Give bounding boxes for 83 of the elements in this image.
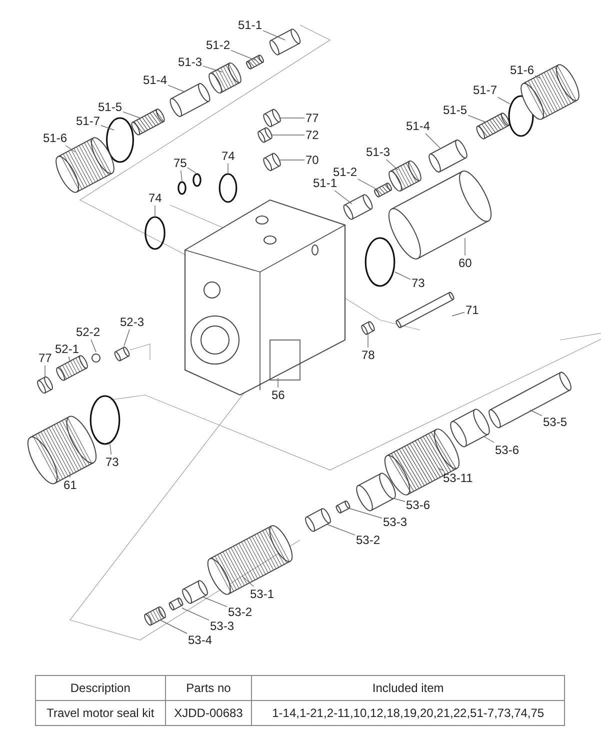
leader-line (202, 596, 228, 608)
callout-number: 51-3 (366, 146, 390, 158)
leader-line (464, 238, 466, 256)
leader-line (230, 50, 256, 60)
leader-line (168, 84, 186, 92)
callout-number: 53-4 (188, 634, 212, 646)
leader-line (100, 125, 114, 130)
callout-number: 52-3 (120, 316, 144, 328)
leader-line (530, 410, 542, 416)
table-cell: XJDD-00683 (165, 700, 252, 726)
leader-line (202, 66, 222, 72)
callout-number: 51-2 (206, 38, 230, 52)
callout-number: 60 (458, 256, 472, 270)
callout-number: 53-5 (543, 416, 568, 428)
callout-number: 71 (466, 304, 479, 316)
leader-line (110, 444, 112, 455)
leader-line (358, 178, 378, 190)
leader-line (534, 75, 540, 78)
callout-number: 78 (362, 348, 375, 362)
callout-number: 74 (222, 150, 235, 162)
callout-number: 53-1 (250, 588, 274, 600)
leader-line (124, 329, 130, 346)
leader-line (182, 608, 210, 620)
callout-number: 51-7 (76, 114, 100, 128)
callout-number: 51-3 (178, 56, 202, 68)
callout-number: 51-4 (406, 120, 430, 132)
leader-line (482, 436, 494, 443)
leader-line (44, 365, 46, 378)
callout-number: 51-1 (238, 18, 262, 32)
leader-line (386, 159, 398, 170)
callout-number: 51-5 (443, 104, 468, 116)
table-header: Parts no (165, 676, 252, 700)
callout-number: 61 (64, 478, 77, 492)
callout-number: 52-2 (76, 326, 100, 338)
leader-line (334, 190, 352, 204)
callout-number: 51-2 (333, 166, 358, 178)
table-header: Description (36, 676, 166, 700)
leader-line (452, 312, 465, 316)
leader-line (425, 133, 440, 148)
table-header: Included item (252, 676, 564, 700)
callout-number: 70 (306, 154, 319, 166)
callout-number: 74 (148, 192, 162, 204)
callout-number: 73 (412, 276, 425, 290)
leader-line (468, 114, 486, 122)
leader-line (326, 524, 356, 536)
callout-number: 52-1 (55, 342, 80, 356)
callout-number: 56 (272, 388, 285, 402)
callout-number: 77 (306, 112, 319, 124)
callout-number: 53-2 (228, 606, 252, 618)
table-cell: Travel motor seal kit (36, 700, 166, 726)
callout-number: 75 (174, 156, 187, 170)
leader-line (394, 272, 411, 280)
callout-number: 51-4 (143, 74, 168, 86)
leader-line (65, 145, 76, 152)
callout-number: 72 (306, 128, 319, 142)
callout-number: 73 (106, 456, 119, 468)
callout-number: 53-2 (356, 534, 380, 546)
leader-line (154, 205, 156, 218)
leader-line (68, 356, 70, 362)
leader-line (242, 576, 254, 587)
callout-number: 51-7 (473, 84, 498, 96)
leader-line (498, 96, 510, 104)
callout-number: 51-6 (510, 64, 534, 76)
leader-line (262, 30, 286, 40)
leader-line (348, 508, 382, 518)
callout-number: 53-6 (406, 498, 430, 512)
leader-line (160, 620, 188, 634)
leader-line (272, 134, 305, 136)
callout-number: 53-3 (383, 516, 408, 528)
table-cell: 1-14,1-21,2-11,10,12,18,19,20,21,22,51-7,73,74,75 (252, 700, 564, 726)
callout-number: 51-6 (43, 132, 68, 144)
callout-number: 53-11 (443, 472, 473, 484)
leader-line (180, 170, 182, 182)
callout-number: 53-3 (210, 620, 234, 632)
leader-line (90, 339, 96, 352)
leader-line (438, 468, 444, 471)
leader-line (187, 167, 196, 174)
callout-number: 51-5 (98, 100, 122, 114)
leader-line (122, 111, 140, 118)
callout-number: 77 (38, 352, 52, 364)
leader-line (392, 498, 406, 502)
callout-number: 51-1 (313, 176, 338, 190)
callout-number: 53-6 (495, 444, 520, 456)
